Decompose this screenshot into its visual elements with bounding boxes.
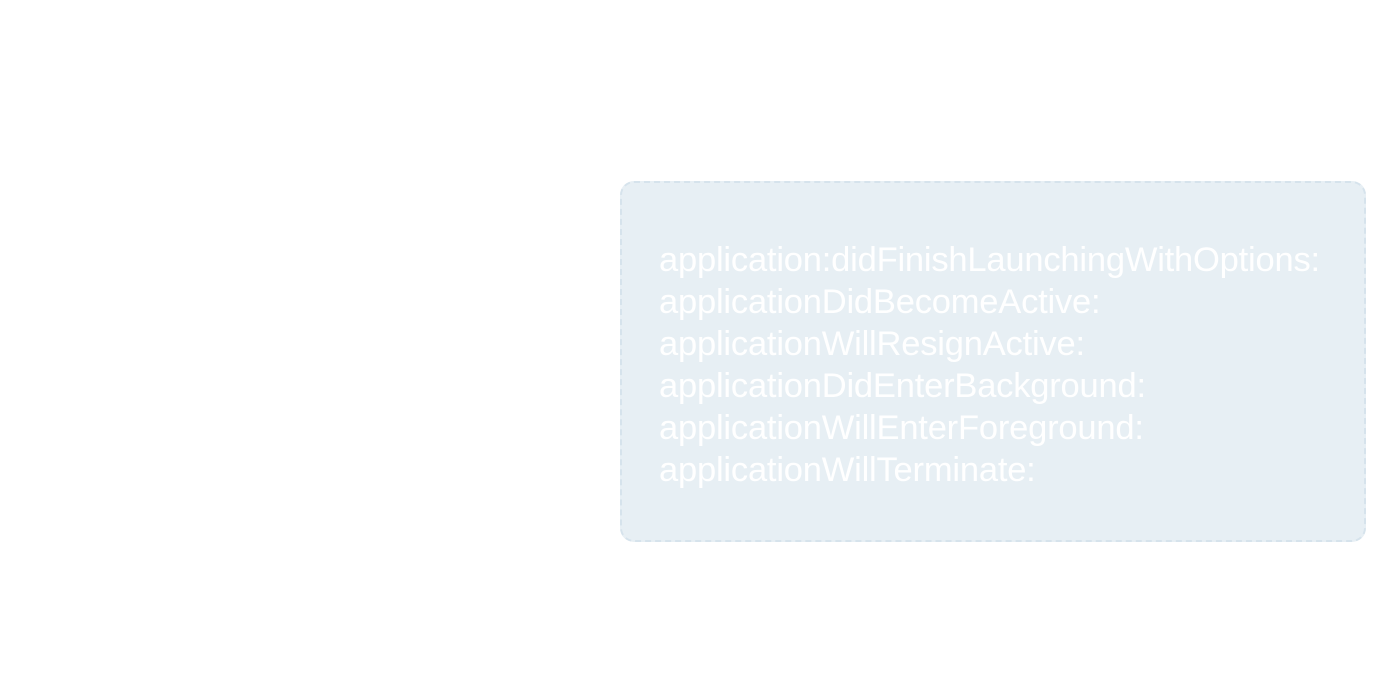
- app-delegate-methods-box: application:didFinishLaunchingWithOption…: [620, 181, 1366, 542]
- method-will-terminate: applicationWillTerminate:: [659, 451, 1036, 489]
- method-did-become-active: applicationDidBecomeActive:: [659, 283, 1101, 321]
- method-will-resign-active: applicationWillResignActive:: [659, 325, 1085, 363]
- method-will-enter-foreground: applicationWillEnterForeground:: [659, 409, 1144, 447]
- method-list: application:didFinishLaunchingWithOption…: [659, 239, 1320, 491]
- method-did-enter-background: applicationDidEnterBackground:: [659, 367, 1146, 405]
- method-did-finish-launching: application:didFinishLaunchingWithOption…: [659, 241, 1320, 279]
